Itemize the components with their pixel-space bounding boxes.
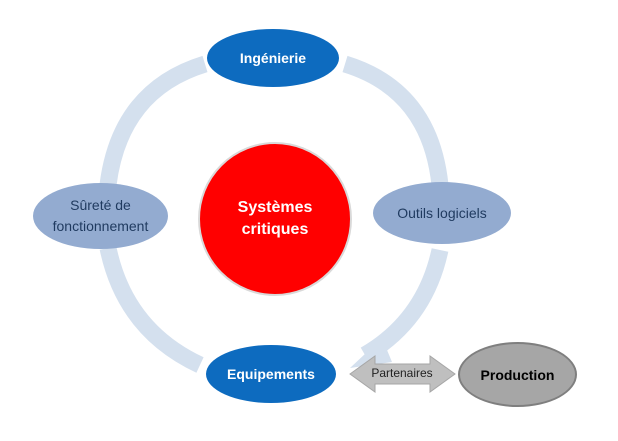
node-outils-logiciels[interactable]: Outils logiciels [373, 182, 511, 244]
node-surete-label: Sûreté de fonctionnement [52, 197, 149, 234]
node-production[interactable]: Production [458, 342, 577, 407]
node-outils-label: Outils logiciels [397, 205, 487, 221]
node-equipements-label: Equipements [227, 366, 315, 382]
arc-left-top [99, 55, 208, 187]
node-systemes-label: Systèmes critiques [237, 199, 313, 238]
cycle-arrowheads [350, 338, 392, 368]
arc-top-right [342, 55, 449, 186]
node-ingenierie[interactable]: Ingénierie [204, 26, 342, 90]
arrowhead-to-equipements [350, 338, 392, 368]
node-equipements[interactable]: Equipements [203, 342, 339, 406]
node-surete-de-fonctionnement[interactable]: Sûreté de fonctionnement [33, 183, 168, 249]
partenaires-double-arrow [349, 355, 456, 393]
arc-bottom-left [99, 246, 204, 373]
node-production-label: Production [480, 366, 555, 383]
partenaires-label: Partenaires [371, 366, 433, 380]
node-ingenierie-label: Ingénierie [239, 50, 307, 66]
arc-right-bottom [360, 248, 449, 363]
node-systemes-critiques[interactable]: Systèmes critiques [198, 142, 352, 296]
